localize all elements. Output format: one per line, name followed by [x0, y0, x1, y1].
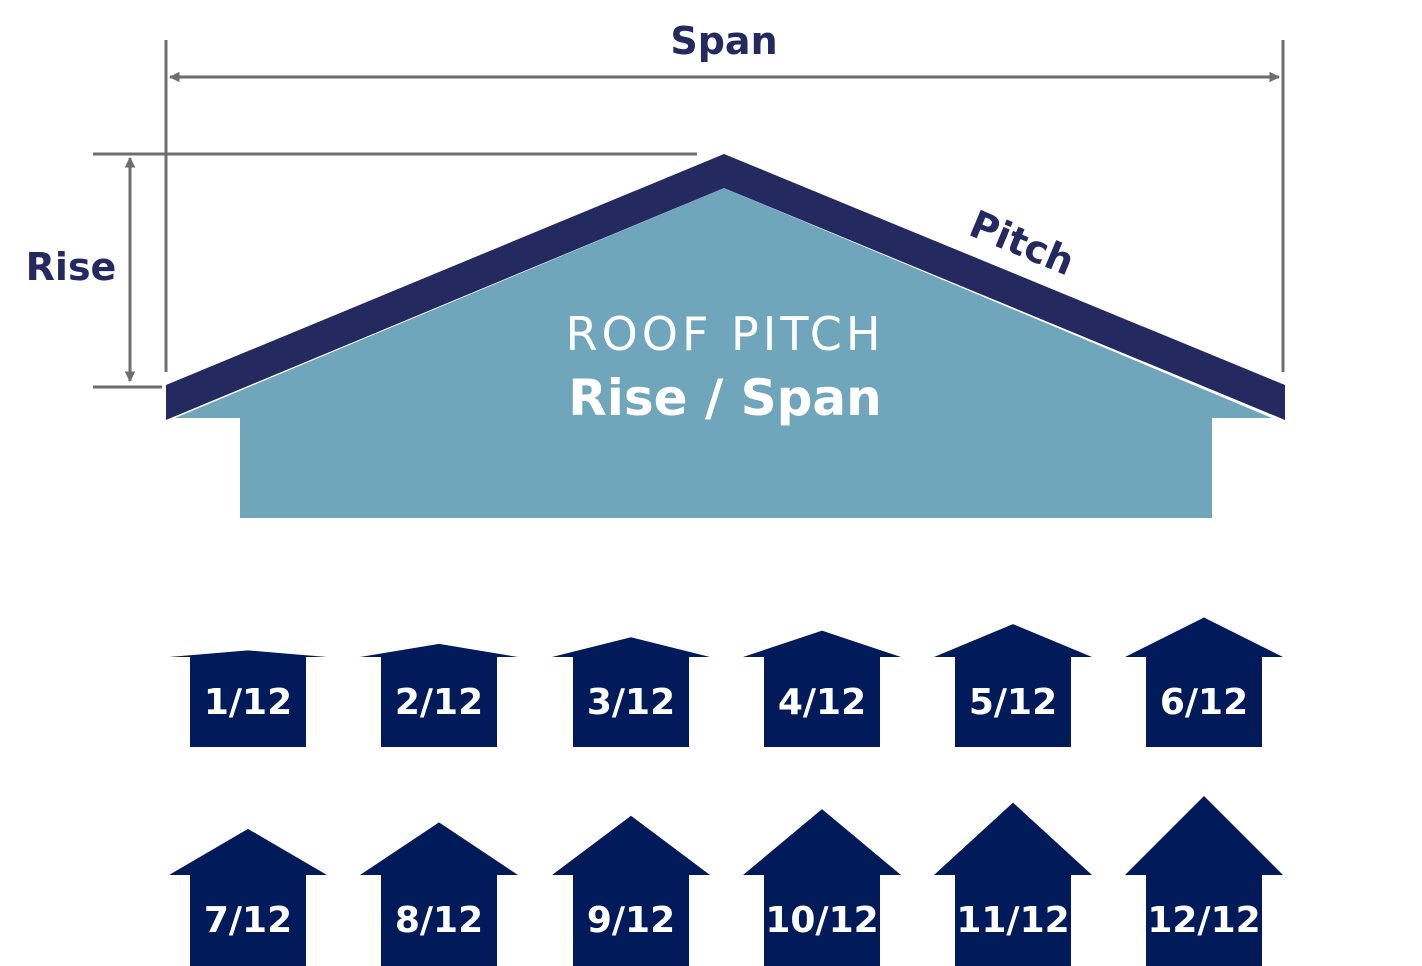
span-label: Span	[670, 19, 777, 63]
pitch-example-8-12: 8/12	[360, 822, 518, 966]
pitch-example-house-shape	[743, 630, 901, 747]
house-body	[175, 188, 1272, 518]
roof-pitch-title: ROOF PITCH	[566, 307, 885, 361]
pitch-example-house-shape	[934, 624, 1092, 747]
pitch-example-label: 9/12	[587, 900, 675, 941]
pitch-example-3-12: 3/12	[552, 637, 710, 747]
pitch-example-house-shape	[552, 815, 710, 966]
pitch-example-label: 6/12	[1160, 682, 1248, 723]
pitch-example-2-12: 2/12	[360, 643, 518, 747]
pitch-example-9-12: 9/12	[552, 815, 710, 966]
pitch-examples-grid: 1/12 2/12 3/12 4/12 5/12 6/12 7/12 8/12 9/12 10/1…	[169, 617, 1283, 966]
pitch-example-house-shape	[169, 650, 327, 747]
pitch-example-4-12: 4/12	[743, 630, 901, 747]
pitch-example-6-12: 6/12	[1125, 617, 1283, 747]
pitch-example-house-shape	[169, 828, 327, 966]
pitch-example-label: 4/12	[778, 682, 866, 723]
pitch-example-label: 5/12	[969, 682, 1057, 723]
pitch-example-label: 7/12	[204, 900, 292, 941]
pitch-formula: Rise / Span	[568, 369, 882, 427]
pitch-example-label: 2/12	[395, 682, 483, 723]
pitch-example-house-shape	[552, 637, 710, 747]
pitch-example-label: 8/12	[395, 900, 483, 941]
pitch-example-house-shape	[743, 809, 901, 966]
pitch-example-house-shape	[360, 643, 518, 747]
pitch-example-7-12: 7/12	[169, 828, 327, 966]
pitch-example-5-12: 5/12	[934, 624, 1092, 747]
pitch-example-label: 3/12	[587, 682, 675, 723]
pitch-example-label: 12/12	[1147, 900, 1260, 941]
span-dimension: Span	[164, 19, 1285, 372]
pitch-example-12-12: 12/12	[1125, 796, 1283, 966]
pitch-example-11-12: 11/12	[934, 802, 1092, 966]
house-illustration: Pitch ROOF PITCH Rise / Span	[166, 154, 1285, 518]
pitch-example-10-12: 10/12	[743, 809, 901, 966]
rise-dimension: Rise	[26, 152, 697, 389]
pitch-example-house-shape	[360, 822, 518, 966]
pitch-example-1-12: 1/12	[169, 650, 327, 747]
pitch-example-label: 1/12	[204, 682, 292, 723]
pitch-example-house-shape	[934, 802, 1092, 966]
pitch-example-house-shape	[1125, 617, 1283, 747]
pitch-example-house-shape	[1125, 796, 1283, 966]
pitch-example-label: 10/12	[765, 900, 878, 941]
rise-label: Rise	[26, 245, 117, 289]
pitch-example-label: 11/12	[956, 900, 1069, 941]
